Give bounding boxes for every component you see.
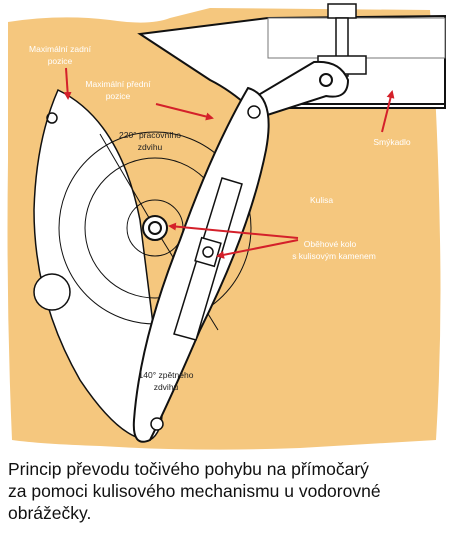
arrow-max-front — [155, 103, 214, 121]
label-ram: Smýkadlo — [373, 137, 411, 147]
rocker-top-pin — [247, 105, 261, 119]
label-return-stroke-1: 140° zpětného — [139, 370, 194, 380]
caption-line-1: Princip převodu točivého pohybu na přímo… — [8, 459, 369, 479]
caption-line-3: obrážečky. — [8, 503, 92, 523]
label-rocker: Kulisa — [310, 195, 333, 205]
stroke-line-upper — [99, 133, 156, 229]
label-crank-1: Oběhové kolo — [304, 239, 357, 249]
arrow-ram — [381, 90, 395, 133]
label-work-stroke-1: 220° pracovního — [119, 130, 181, 140]
caption-line-2: za pomoci kulisového mechanismu u vodoro… — [8, 481, 381, 501]
label-return-stroke-2: zdvihu — [154, 382, 179, 392]
slider-pin — [202, 246, 214, 258]
bolt-head — [327, 3, 357, 19]
rocker-pivot-gear — [33, 273, 71, 311]
arrow-slider — [216, 239, 299, 259]
label-max-rear-2: pozice — [48, 56, 73, 66]
crank-center-inner — [148, 221, 162, 235]
rocker-rear-hole — [46, 112, 58, 124]
label-max-front-1: Maximální přední — [85, 79, 151, 89]
rocker-bottom-pin — [150, 417, 164, 431]
ram-top-plate — [267, 17, 446, 59]
label-crank-2: s kulisovým kamenem — [292, 251, 376, 261]
arrow-max-rear — [63, 67, 72, 100]
arrow-crank-center — [168, 222, 299, 239]
link-pin-upper — [319, 73, 333, 87]
label-max-rear-1: Maximální zadní — [29, 44, 92, 54]
label-work-stroke-2: zdvihu — [138, 142, 163, 152]
caption: Princip převodu točivého pohybu na přímo… — [8, 458, 444, 524]
label-max-front-2: pozice — [106, 91, 131, 101]
